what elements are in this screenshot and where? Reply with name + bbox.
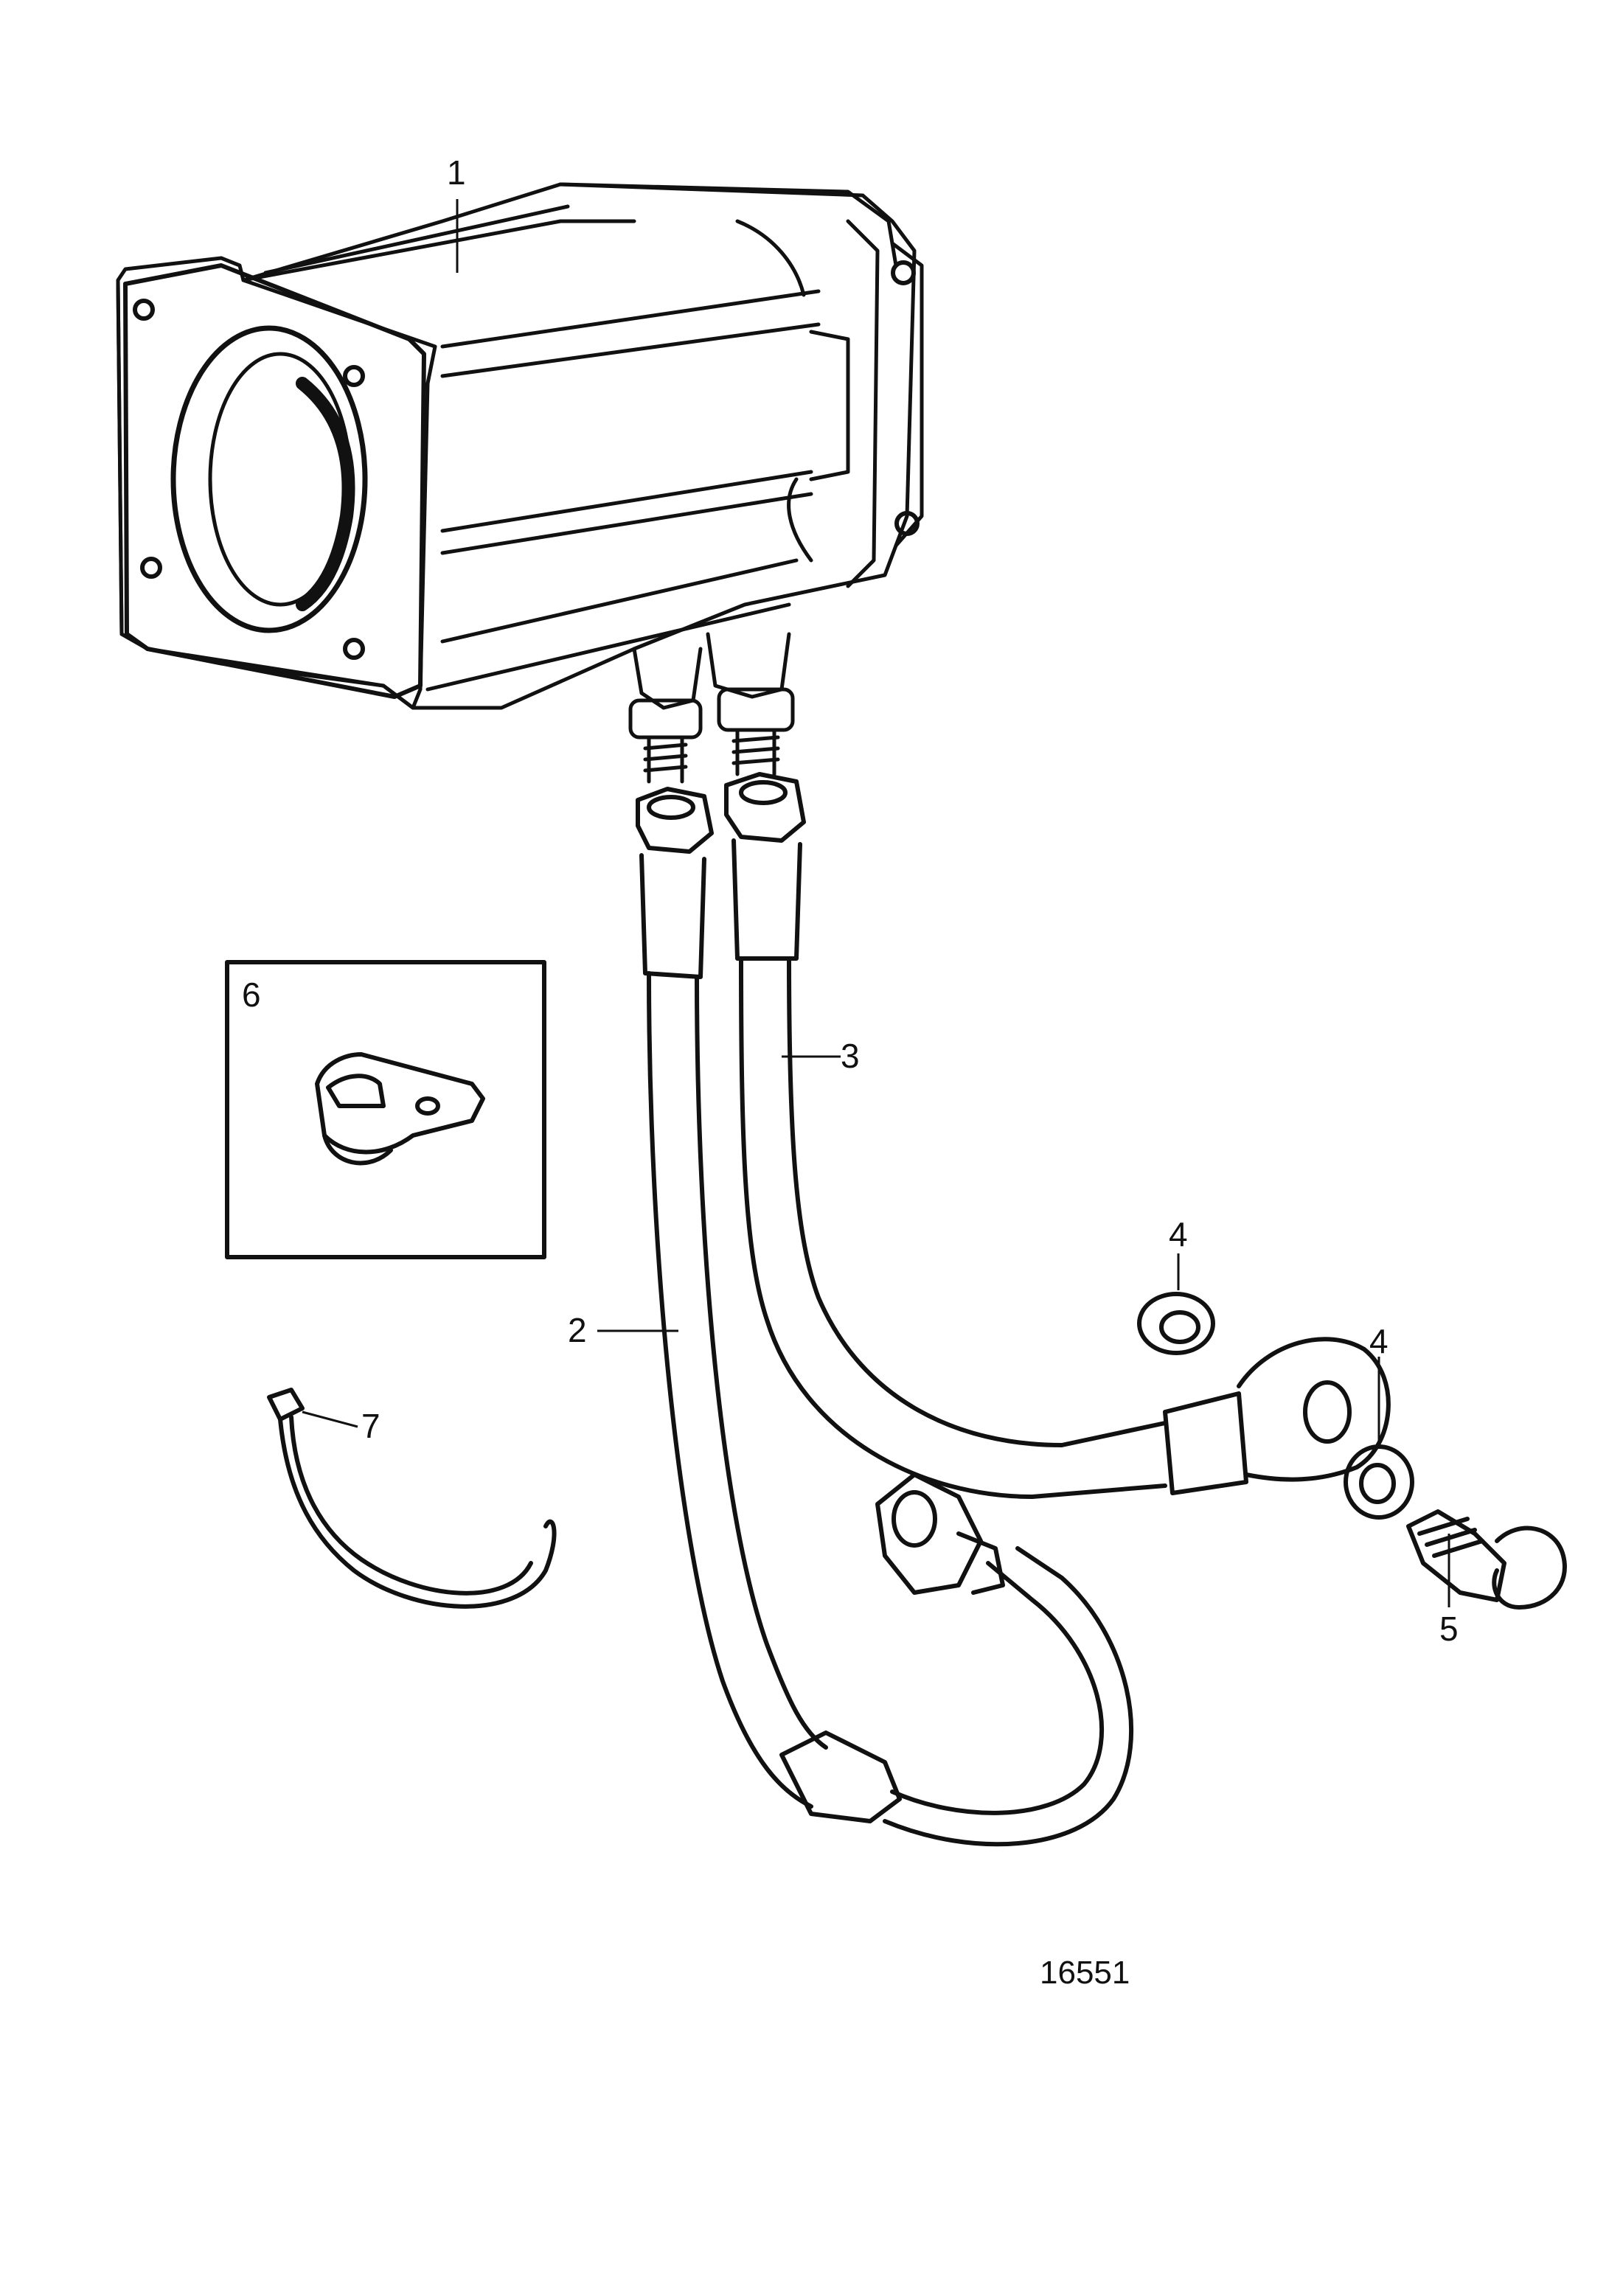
callout-7: 7 <box>361 1407 380 1445</box>
leader-lines <box>302 199 1450 1607</box>
cable-tie <box>267 1388 557 1609</box>
sealing-washer-lower <box>1344 1444 1414 1520</box>
callout-1: 1 <box>447 153 466 192</box>
banjo-bolt <box>1406 1509 1567 1610</box>
callout-4-upper: 4 <box>1169 1215 1188 1253</box>
callout-4-lower: 4 <box>1369 1322 1389 1360</box>
callout-2: 2 <box>568 1311 587 1349</box>
callout-3: 3 <box>841 1037 860 1075</box>
hose-assembly <box>636 772 1248 1847</box>
callout-6: 6 <box>242 975 261 1014</box>
heat-exchanger-housing <box>116 182 924 710</box>
callout-5: 5 <box>1439 1610 1459 1648</box>
banjo-fitting <box>1237 1337 1391 1482</box>
figure-number: 16551 <box>1040 1955 1130 1991</box>
outlet-fittings <box>628 687 795 784</box>
sealing-washer-upper <box>1137 1292 1215 1355</box>
clamp-inset-box <box>225 960 546 1259</box>
